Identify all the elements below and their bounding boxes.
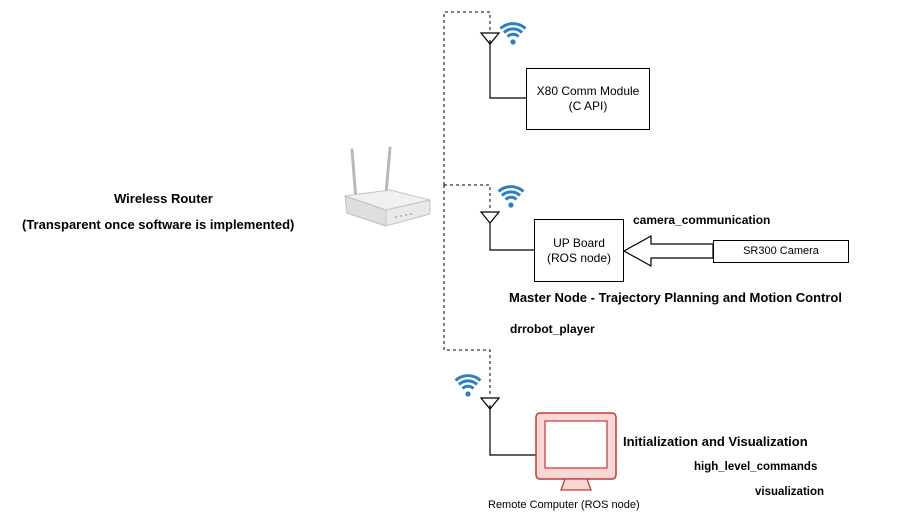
dashed-connections [443,11,491,395]
wifi-icon [454,374,482,397]
router-title: Wireless Router [114,191,213,206]
dashed-link-comm [443,11,491,185]
drrobot-player-label: drrobot_player [510,322,595,336]
dashed-link-upboard [444,184,491,210]
wifi-icon [497,185,525,208]
router-subtitle: (Transparent once software is implemente… [22,217,295,232]
feed-remote [489,405,536,456]
solid-connections [489,40,536,456]
visualization-label: visualization [755,486,825,498]
camera-communication-label: camera_communication [633,213,771,227]
camera-label: SR300 Camera [743,245,819,257]
antenna-icon [479,211,501,224]
master-node-label: Master Node - Trajectory Planning and Mo… [509,290,842,305]
camera-arrow [622,234,714,268]
camera-box: SR300 Camera [713,240,849,263]
wifi-icon [499,22,527,45]
dashed-link-remote [443,185,491,395]
init-vis-label: Initialization and Visualization [623,434,808,449]
comm-module-api: (C API) [568,99,608,113]
comm-module-name: X80 Comm Module [536,84,640,98]
up-board-name: UP Board [553,235,605,250]
up-board-box: UP Board (ROS node) [534,219,624,282]
antenna-icon [479,32,501,45]
monitor-icon [535,412,617,491]
feed-upboard [489,222,534,251]
remote-computer-label: Remote Computer (ROS node) [488,499,640,511]
up-board-role: (ROS node) [546,250,612,265]
high-level-commands-label: high_level_commands [694,461,818,473]
feed-comm [489,40,526,99]
comm-module-box: X80 Comm Module (C API) [526,68,650,130]
antenna-icon [479,397,501,410]
router-icon [344,146,431,227]
